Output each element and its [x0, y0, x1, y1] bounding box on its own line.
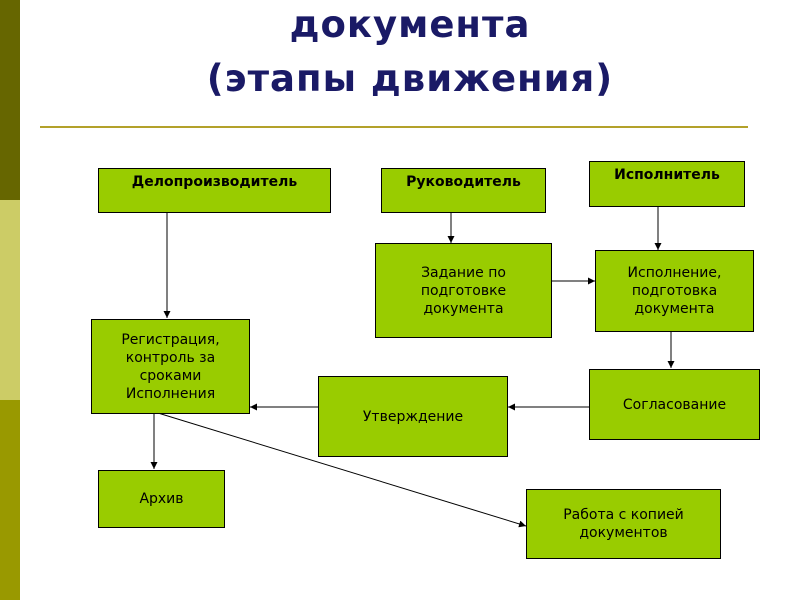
node-agreement: Согласование — [589, 369, 760, 440]
node-registration: Регистрация, контроль за сроками Исполне… — [91, 319, 250, 414]
side-strip-top — [0, 0, 20, 200]
node-executor: Исполнитель — [589, 161, 745, 207]
side-strip-bottom — [0, 400, 20, 600]
node-execution: Исполнение, подготовка документа — [595, 250, 754, 332]
node-task: Задание по подготовке документа — [375, 243, 552, 338]
side-strip-middle — [0, 200, 20, 400]
node-manager: Руководитель — [381, 168, 546, 213]
node-archive: Архив — [98, 470, 225, 528]
slide-title-line-2: (этапы движения) — [206, 57, 614, 100]
node-copy-work: Работа с копией документов — [526, 489, 721, 559]
slide-title-line-1: документа — [289, 3, 531, 46]
node-approval: Утверждение — [318, 376, 508, 457]
arrow-registration-to-copy-work — [157, 412, 527, 528]
title-divider — [40, 126, 748, 128]
node-clerk: Делопроизводитель — [98, 168, 331, 213]
